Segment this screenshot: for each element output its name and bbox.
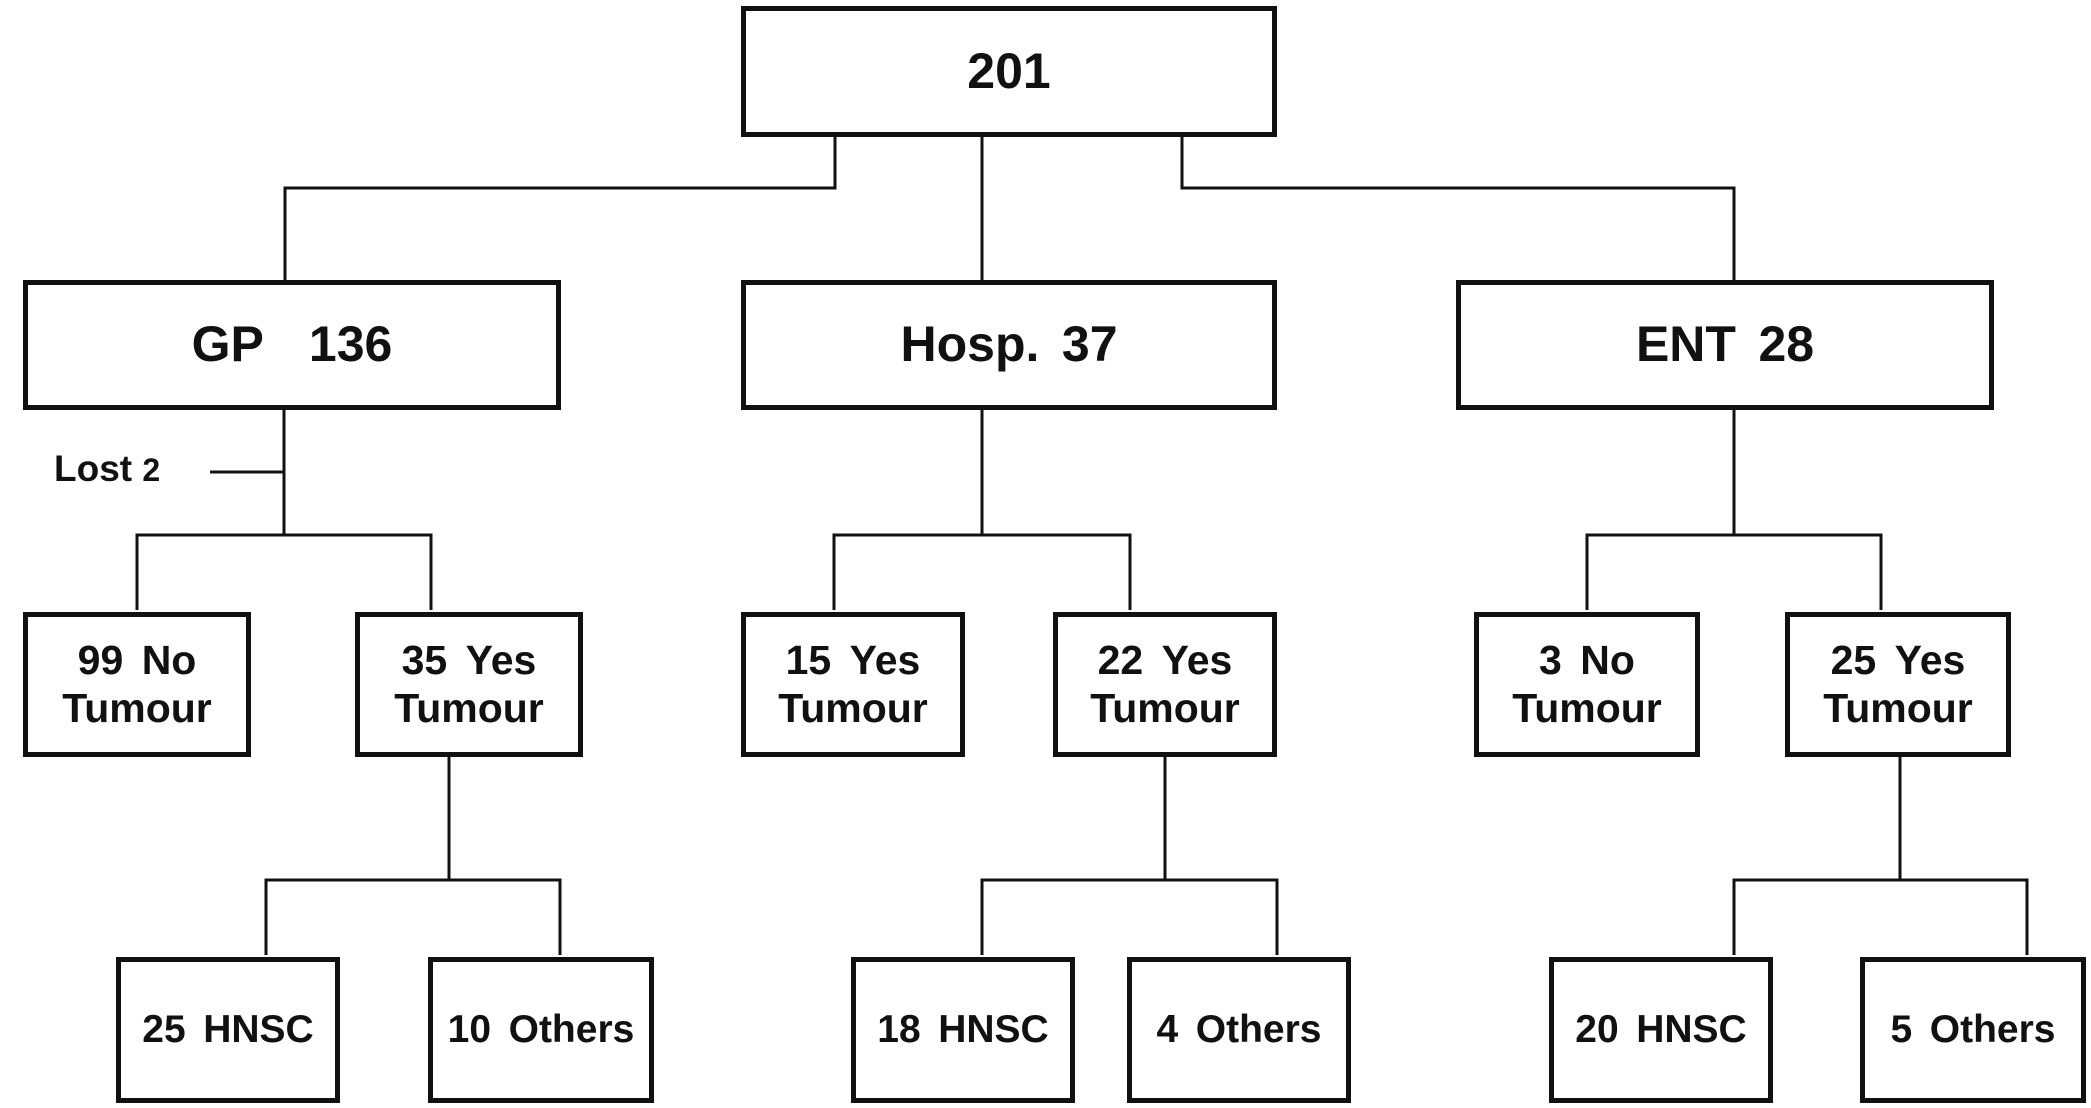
source-label: Hosp. [900, 316, 1040, 373]
outcome-label: Others [1929, 1007, 2056, 1051]
outcome-node-others: 10 Others [428, 957, 654, 1103]
tumour-answer: No [141, 637, 197, 684]
tumour-node: 15 Yes Tumour [741, 612, 965, 757]
source-node-gp: GP 136 [23, 280, 561, 410]
outcome-node-hnsc: 20 HNSC [1549, 957, 1773, 1103]
source-count: 28 [1758, 316, 1815, 373]
tumour-node: 25 Yes Tumour [1785, 612, 2011, 757]
outcome-count: 4 [1156, 1007, 1179, 1051]
source-count: 136 [308, 316, 393, 373]
outcome-node-others: 5 Others [1860, 957, 2086, 1103]
tumour-answer: No [1580, 637, 1635, 684]
tumour-count: 99 [77, 637, 124, 684]
outcome-label: Others [1195, 1007, 1322, 1051]
outcome-node-others: 4 Others [1127, 957, 1351, 1103]
tumour-answer: Yes [1161, 637, 1233, 684]
tumour-count: 22 [1097, 637, 1144, 684]
outcome-count: 5 [1890, 1007, 1913, 1051]
tumour-answer: Yes [1894, 637, 1966, 684]
source-node-hosp: Hosp. 37 [741, 280, 1277, 410]
outcome-count: 20 [1575, 1007, 1619, 1051]
tumour-node: 35 Yes Tumour [355, 612, 583, 757]
outcome-count: 10 [447, 1007, 492, 1051]
tumour-answer: Yes [465, 637, 537, 684]
root-value: 201 [967, 42, 1051, 99]
tumour-word: Tumour [1090, 684, 1240, 731]
outcome-node-hnsc: 18 HNSC [851, 957, 1075, 1103]
source-node-ent: ENT 28 [1456, 280, 1994, 410]
tumour-word: Tumour [1512, 684, 1662, 731]
tumour-count: 35 [401, 637, 448, 684]
outcome-label: HNSC [938, 1007, 1049, 1051]
source-label: GP [191, 316, 264, 373]
outcome-label: Others [508, 1007, 635, 1051]
lost-annotation: Lost 2 [54, 448, 160, 490]
tumour-word: Tumour [1823, 684, 1973, 731]
tumour-word: Tumour [394, 684, 544, 731]
tumour-node: 99 No Tumour [23, 612, 251, 757]
tumour-word: Tumour [778, 684, 928, 731]
tumour-node: 3 No Tumour [1474, 612, 1700, 757]
tumour-answer: Yes [849, 637, 921, 684]
outcome-label: HNSC [203, 1007, 314, 1051]
tumour-count: 3 [1539, 637, 1562, 684]
root-node: 201 [741, 6, 1277, 137]
tumour-node: 22 Yes Tumour [1053, 612, 1277, 757]
tumour-word: Tumour [62, 684, 212, 731]
source-count: 37 [1061, 316, 1118, 373]
lost-label: Lost [54, 448, 133, 489]
tumour-count: 15 [785, 637, 832, 684]
outcome-node-hnsc: 25 HNSC [116, 957, 340, 1103]
outcome-count: 18 [877, 1007, 921, 1051]
outcome-count: 25 [142, 1007, 186, 1051]
lost-count: 2 [142, 452, 161, 488]
tumour-count: 25 [1830, 637, 1877, 684]
outcome-label: HNSC [1636, 1007, 1747, 1051]
source-label: ENT [1635, 316, 1736, 373]
